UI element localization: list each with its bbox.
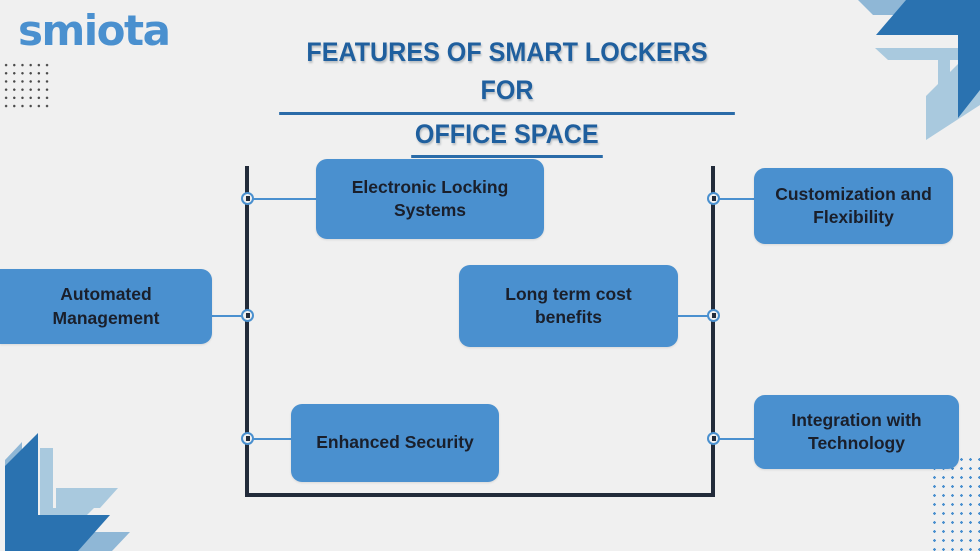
feature-label-enhanced-security: Enhanced Security <box>316 432 474 453</box>
node-automated-management <box>241 309 254 322</box>
feature-box-integration-with-technology[interactable]: Integration with Technology <box>754 395 959 469</box>
dot-grid-top-left-icon <box>2 61 52 109</box>
page-title-line-2: OFFICE SPACE <box>411 115 603 158</box>
node-enhanced-security <box>241 432 254 445</box>
connector-line-automated-management <box>212 315 250 317</box>
page-title-line-1: FEATURES OF SMART LOCKERS FOR <box>279 33 735 115</box>
feature-box-long-term-cost-benefits[interactable]: Long term cost benefits <box>459 265 678 347</box>
connector-line-customization-and-flexibility <box>712 198 754 200</box>
chevron-top-right-decoration <box>858 0 980 140</box>
dot-grid-bottom-right-icon <box>930 455 980 551</box>
feature-label-integration-with-technology: Integration with Technology <box>791 409 922 453</box>
node-long-term-cost-benefits <box>707 309 720 322</box>
bracket-left-vertical-line <box>245 166 249 497</box>
bracket-right-vertical-line <box>711 166 715 497</box>
connector-line-enhanced-security <box>250 438 292 440</box>
feature-box-enhanced-security[interactable]: Enhanced Security <box>291 404 499 482</box>
page-title: FEATURES OF SMART LOCKERS FOR OFFICE SPA… <box>262 33 752 158</box>
node-electronic-locking-systems <box>241 192 254 205</box>
feature-label-automated-management: Automated Management <box>52 284 160 328</box>
feature-label-long-term-cost-benefits: Long term cost benefits <box>505 283 632 327</box>
connector-line-long-term-cost-benefits <box>678 315 714 317</box>
feature-label-customization-and-flexibility: Customization and Flexibility <box>775 183 932 227</box>
node-integration-with-technology <box>707 432 720 445</box>
connector-line-integration-with-technology <box>712 438 754 440</box>
feature-label-electronic-locking-systems: Electronic Locking Systems <box>351 176 509 220</box>
connector-line-electronic-locking-systems <box>250 198 318 200</box>
bracket-bottom-horizontal-line <box>245 493 715 497</box>
feature-box-electronic-locking-systems[interactable]: Electronic Locking Systems <box>316 159 544 239</box>
smiota-logo: smiota <box>18 6 171 55</box>
bracket-connector <box>245 166 715 497</box>
chevron-bottom-left-decoration <box>5 433 130 551</box>
feature-box-customization-and-flexibility[interactable]: Customization and Flexibility <box>754 168 953 244</box>
node-customization-and-flexibility <box>707 192 720 205</box>
feature-box-automated-management[interactable]: Automated Management <box>0 269 212 344</box>
